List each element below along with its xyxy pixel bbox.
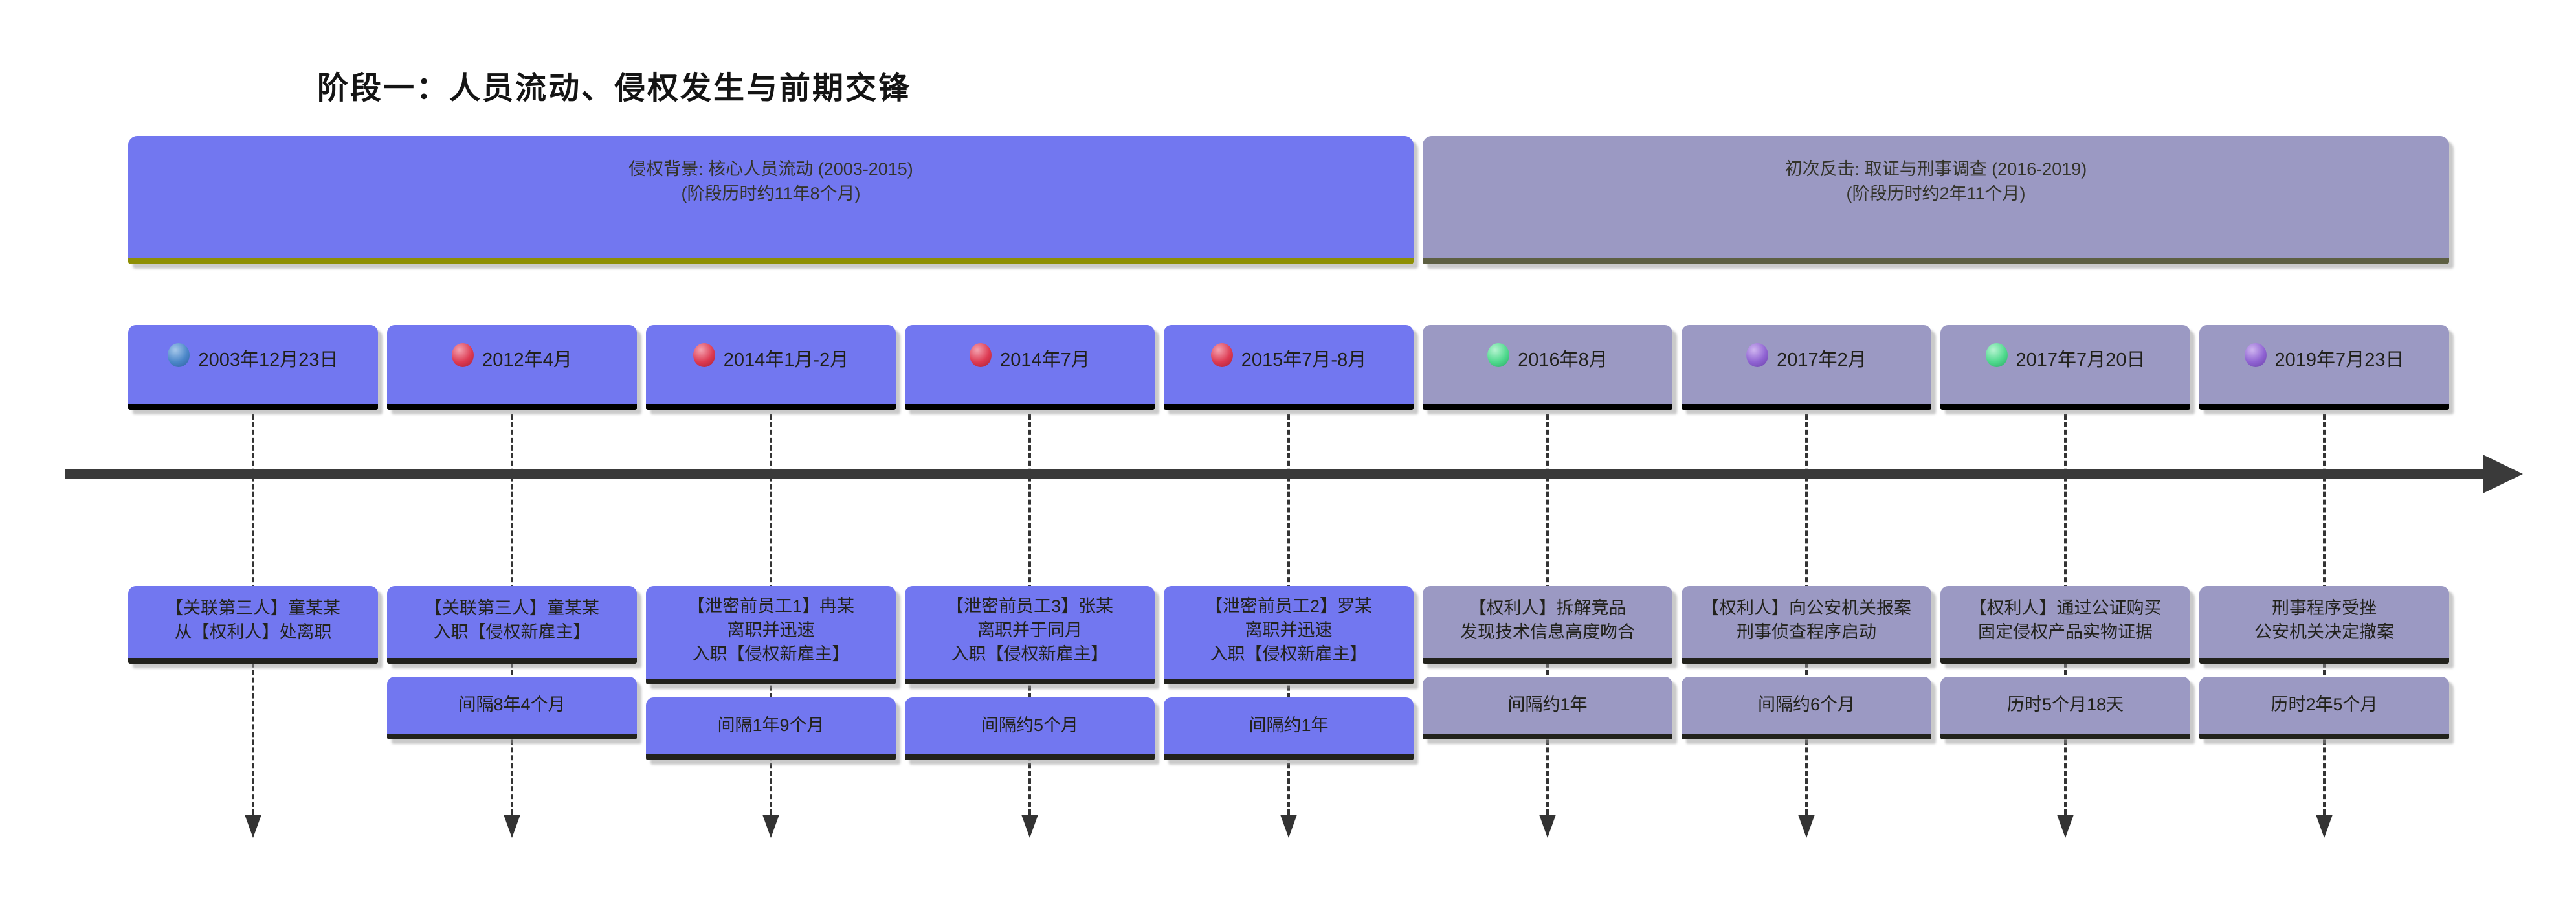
event-box: 【泄密前员工2】罗某 离职并迅速 入职【侵权新雇主】 [1164, 586, 1414, 684]
date-box: 2014年1月-2月 [646, 325, 896, 410]
milestone-dot-icon [693, 343, 715, 367]
down-arrow-icon [1798, 815, 1815, 838]
date-label: 2014年7月 [1000, 350, 1090, 370]
interval-box: 间隔约1年 [1423, 677, 1672, 739]
date-label: 2019年7月23日 [2274, 350, 2404, 370]
phase-bar-subtitle: (阶段历时约11年8个月) [681, 184, 861, 203]
date-label: 2016年8月 [1518, 350, 1608, 370]
milestone-dot-icon [2244, 343, 2267, 367]
down-arrow-icon [2057, 815, 2074, 838]
interval-box: 间隔8年4个月 [387, 677, 637, 739]
date-label: 2012年4月 [482, 350, 572, 370]
phase-bar-first-counterattack: 初次反击: 取证与刑事调查 (2016-2019) (阶段历时约2年11个月) [1423, 136, 2449, 264]
timeline-axis [65, 469, 2485, 479]
event-box: 刑事程序受挫 公安机关决定撤案 [2199, 586, 2449, 664]
date-label: 2014年1月-2月 [723, 350, 849, 370]
interval-box: 间隔1年9个月 [646, 697, 896, 760]
date-label: 2015年7月-8月 [1241, 350, 1367, 370]
date-label: 2003年12月23日 [198, 350, 339, 370]
date-box: 2012年4月 [387, 325, 637, 410]
milestone-dot-icon [452, 343, 474, 367]
interval-box: 间隔约1年 [1164, 697, 1414, 760]
event-box: 【泄密前员工1】冉某 离职并迅速 入职【侵权新雇主】 [646, 586, 896, 684]
date-box: 2016年8月 [1423, 325, 1672, 410]
milestone-dot-icon [1210, 343, 1233, 367]
interval-box: 间隔约5个月 [905, 697, 1155, 760]
date-box: 2015年7月-8月 [1164, 325, 1414, 410]
interval-box: 历时5个月18天 [1940, 677, 2190, 739]
down-arrow-icon [2316, 815, 2333, 838]
page-title: 阶段一：人员流动、侵权发生与前期交锋 [317, 71, 912, 106]
date-label: 2017年2月 [1777, 350, 1867, 370]
phase-bar-subtitle: (阶段历时约2年11个月) [1846, 184, 2026, 203]
down-arrow-icon [1021, 815, 1038, 838]
down-arrow-icon [1539, 815, 1556, 838]
phase-bar-title: 侵权背景: 核心人员流动 (2003-2015) [628, 159, 913, 179]
down-arrow-icon [245, 815, 261, 838]
date-box: 2017年7月20日 [1940, 325, 2190, 410]
down-arrow-icon [762, 815, 779, 838]
milestone-dot-icon [168, 343, 190, 367]
interval-box: 历时2年5个月 [2199, 677, 2449, 739]
down-arrow-icon [504, 815, 520, 838]
event-box: 【关联第三人】童某某 从【权利人】处离职 [128, 586, 378, 664]
interval-box: 间隔约6个月 [1682, 677, 1931, 739]
date-box: 2003年12月23日 [128, 325, 378, 410]
milestone-dot-icon [1985, 343, 2008, 367]
phase-bar-title: 初次反击: 取证与刑事调查 (2016-2019) [1784, 159, 2087, 179]
phase-bar-infringement-background: 侵权背景: 核心人员流动 (2003-2015) (阶段历时约11年8个月) [128, 136, 1414, 264]
event-box: 【权利人】通过公证购买 固定侵权产品实物证据 [1940, 586, 2190, 664]
date-box: 2017年2月 [1682, 325, 1931, 410]
milestone-dot-icon [970, 343, 992, 367]
event-box: 【泄密前员工3】张某 离职并于同月 入职【侵权新雇主】 [905, 586, 1155, 684]
date-label: 2017年7月20日 [2015, 350, 2146, 370]
event-box: 【权利人】向公安机关报案 刑事侦查程序启动 [1682, 586, 1931, 664]
event-box: 【权利人】拆解竞品 发现技术信息高度吻合 [1423, 586, 1672, 664]
down-arrow-icon [1280, 815, 1297, 838]
milestone-dot-icon [1746, 343, 1769, 367]
date-box: 2014年7月 [905, 325, 1155, 410]
event-box: 【关联第三人】童某某 入职【侵权新雇主】 [387, 586, 637, 664]
date-box: 2019年7月23日 [2199, 325, 2449, 410]
milestone-dot-icon [1487, 343, 1510, 367]
timeline-arrowhead-icon [2483, 455, 2523, 493]
